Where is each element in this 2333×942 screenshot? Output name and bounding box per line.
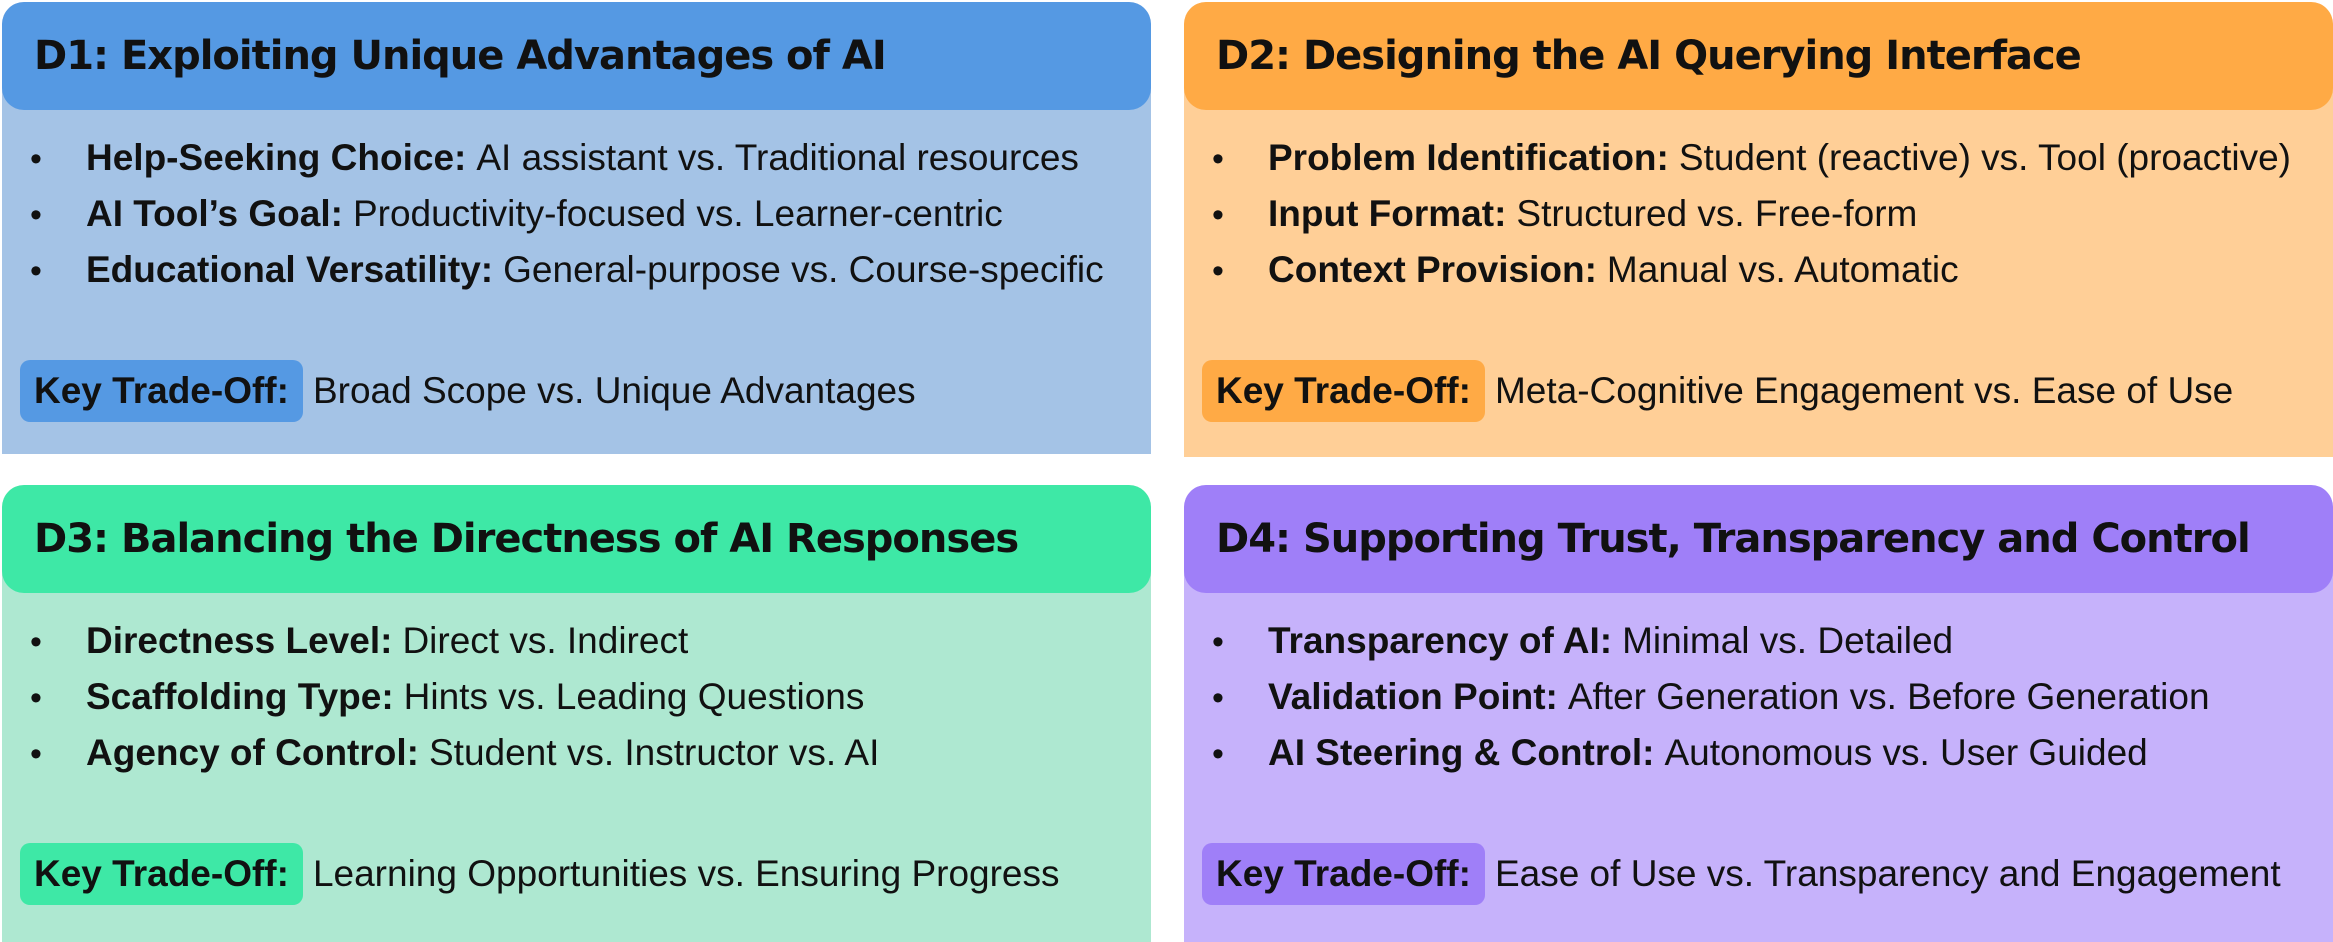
panel-d3-bullet-list: • Directness Level: Direct vs. Indirect …: [30, 620, 879, 788]
panel-d4: D4: Supporting Trust, Transparency and C…: [1184, 485, 2333, 942]
panel-d4-bullet-item: • AI Steering & Control: Autonomous vs. …: [1212, 732, 2210, 788]
bullet-dot-icon: •: [30, 140, 42, 178]
panel-d1-title: D1: Exploiting Unique Advantages of AI: [34, 33, 887, 79]
bullet-value: AI assistant vs. Traditional resources: [476, 137, 1079, 178]
bullet-term: Validation Point:: [1268, 676, 1558, 717]
bullet-term: Agency of Control:: [86, 732, 419, 773]
bullet-dot-icon: •: [30, 252, 42, 290]
panel-d2-tradeoff: Key Trade-Off: Meta-Cognitive Engagement…: [1202, 360, 2233, 422]
panel-d3-bullet-item: • Agency of Control: Student vs. Instruc…: [30, 732, 879, 788]
panel-d4-title: D4: Supporting Trust, Transparency and C…: [1216, 516, 2251, 562]
bullet-dot-icon: •: [30, 623, 42, 661]
panel-d2: D2: Designing the AI Querying Interface …: [1184, 2, 2333, 457]
panel-d2-bullet-item: • Problem Identification: Student (react…: [1212, 137, 2291, 193]
bullet-term: Help-Seeking Choice:: [86, 137, 467, 178]
bullet-dot-icon: •: [30, 735, 42, 773]
panel-d3-bullet-item: • Directness Level: Direct vs. Indirect: [30, 620, 879, 676]
bullet-value: Manual vs. Automatic: [1606, 249, 1959, 290]
bullet-dot-icon: •: [1212, 140, 1224, 178]
bullet-value: Student vs. Instructor vs. AI: [428, 732, 880, 773]
bullet-value: Structured vs. Free-form: [1516, 193, 1918, 234]
bullet-dot-icon: •: [30, 679, 42, 717]
bullet-term: AI Tool’s Goal:: [86, 193, 343, 234]
panel-d1-bullet-list: • Help-Seeking Choice: AI assistant vs. …: [30, 137, 1104, 305]
tradeoff-label: Key Trade-Off:: [1202, 360, 1485, 422]
bullet-dot-icon: •: [1212, 679, 1224, 717]
panel-d4-bullet-item: • Transparency of AI: Minimal vs. Detail…: [1212, 620, 2210, 676]
panel-d2-bullet-list: • Problem Identification: Student (react…: [1212, 137, 2291, 305]
bullet-value: Direct vs. Indirect: [402, 620, 689, 661]
bullet-value: General-purpose vs. Course-specific: [503, 249, 1104, 290]
panel-d3-bullet-item: • Scaffolding Type: Hints vs. Leading Qu…: [30, 676, 879, 732]
panel-d3-title: D3: Balancing the Directness of AI Respo…: [34, 516, 1019, 562]
bullet-value: Productivity-focused vs. Learner-centric: [352, 193, 1003, 234]
bullet-dot-icon: •: [1212, 735, 1224, 773]
panel-d1-bullet-item: • Educational Versatility: General-purpo…: [30, 249, 1104, 305]
bullet-value: Autonomous vs. User Guided: [1664, 732, 2148, 773]
bullet-dot-icon: •: [1212, 196, 1224, 234]
panel-d2-title: D2: Designing the AI Querying Interface: [1216, 33, 2082, 79]
panel-d3-tradeoff: Key Trade-Off: Learning Opportunities vs…: [20, 843, 1060, 905]
panel-d1: D1: Exploiting Unique Advantages of AI •…: [2, 2, 1151, 454]
bullet-term: Input Format:: [1268, 193, 1507, 234]
panel-d4-bullet-list: • Transparency of AI: Minimal vs. Detail…: [1212, 620, 2210, 788]
bullet-dot-icon: •: [1212, 623, 1224, 661]
tradeoff-value: Broad Scope vs. Unique Advantages: [312, 370, 916, 411]
panel-d3: D3: Balancing the Directness of AI Respo…: [2, 485, 1151, 942]
panel-d1-header: D1: Exploiting Unique Advantages of AI: [2, 2, 1151, 110]
bullet-term: Transparency of AI:: [1268, 620, 1613, 661]
bullet-value: After Generation vs. Before Generation: [1567, 676, 2210, 717]
panel-d4-header: D4: Supporting Trust, Transparency and C…: [1184, 485, 2333, 593]
panel-d1-tradeoff: Key Trade-Off: Broad Scope vs. Unique Ad…: [20, 360, 916, 422]
bullet-value: Hints vs. Leading Questions: [403, 676, 865, 717]
bullet-term: Problem Identification:: [1268, 137, 1669, 178]
tradeoff-value: Learning Opportunities vs. Ensuring Prog…: [312, 853, 1060, 894]
bullet-term: Directness Level:: [86, 620, 393, 661]
bullet-term: Context Provision:: [1268, 249, 1597, 290]
panel-d2-bullet-item: • Input Format: Structured vs. Free-form: [1212, 193, 2291, 249]
panel-d1-bullet-item: • AI Tool’s Goal: Productivity-focused v…: [30, 193, 1104, 249]
tradeoff-label: Key Trade-Off:: [20, 843, 303, 905]
tradeoff-label: Key Trade-Off:: [20, 360, 303, 422]
panel-d3-header: D3: Balancing the Directness of AI Respo…: [2, 485, 1151, 593]
bullet-value: Student (reactive) vs. Tool (proactive): [1678, 137, 2291, 178]
panel-d4-bullet-item: • Validation Point: After Generation vs.…: [1212, 676, 2210, 732]
bullet-dot-icon: •: [1212, 252, 1224, 290]
tradeoff-value: Ease of Use vs. Transparency and Engagem…: [1494, 853, 2281, 894]
bullet-value: Minimal vs. Detailed: [1622, 620, 1954, 661]
panel-d2-header: D2: Designing the AI Querying Interface: [1184, 2, 2333, 110]
bullet-term: Scaffolding Type:: [86, 676, 394, 717]
tradeoff-label: Key Trade-Off:: [1202, 843, 1485, 905]
tradeoff-value: Meta-Cognitive Engagement vs. Ease of Us…: [1494, 370, 2234, 411]
bullet-dot-icon: •: [30, 196, 42, 234]
panel-d4-tradeoff: Key Trade-Off: Ease of Use vs. Transpare…: [1202, 843, 2281, 905]
bullet-term: AI Steering & Control:: [1268, 732, 1655, 773]
panel-d2-bullet-item: • Context Provision: Manual vs. Automati…: [1212, 249, 2291, 305]
bullet-term: Educational Versatility:: [86, 249, 494, 290]
panel-d1-bullet-item: • Help-Seeking Choice: AI assistant vs. …: [30, 137, 1104, 193]
